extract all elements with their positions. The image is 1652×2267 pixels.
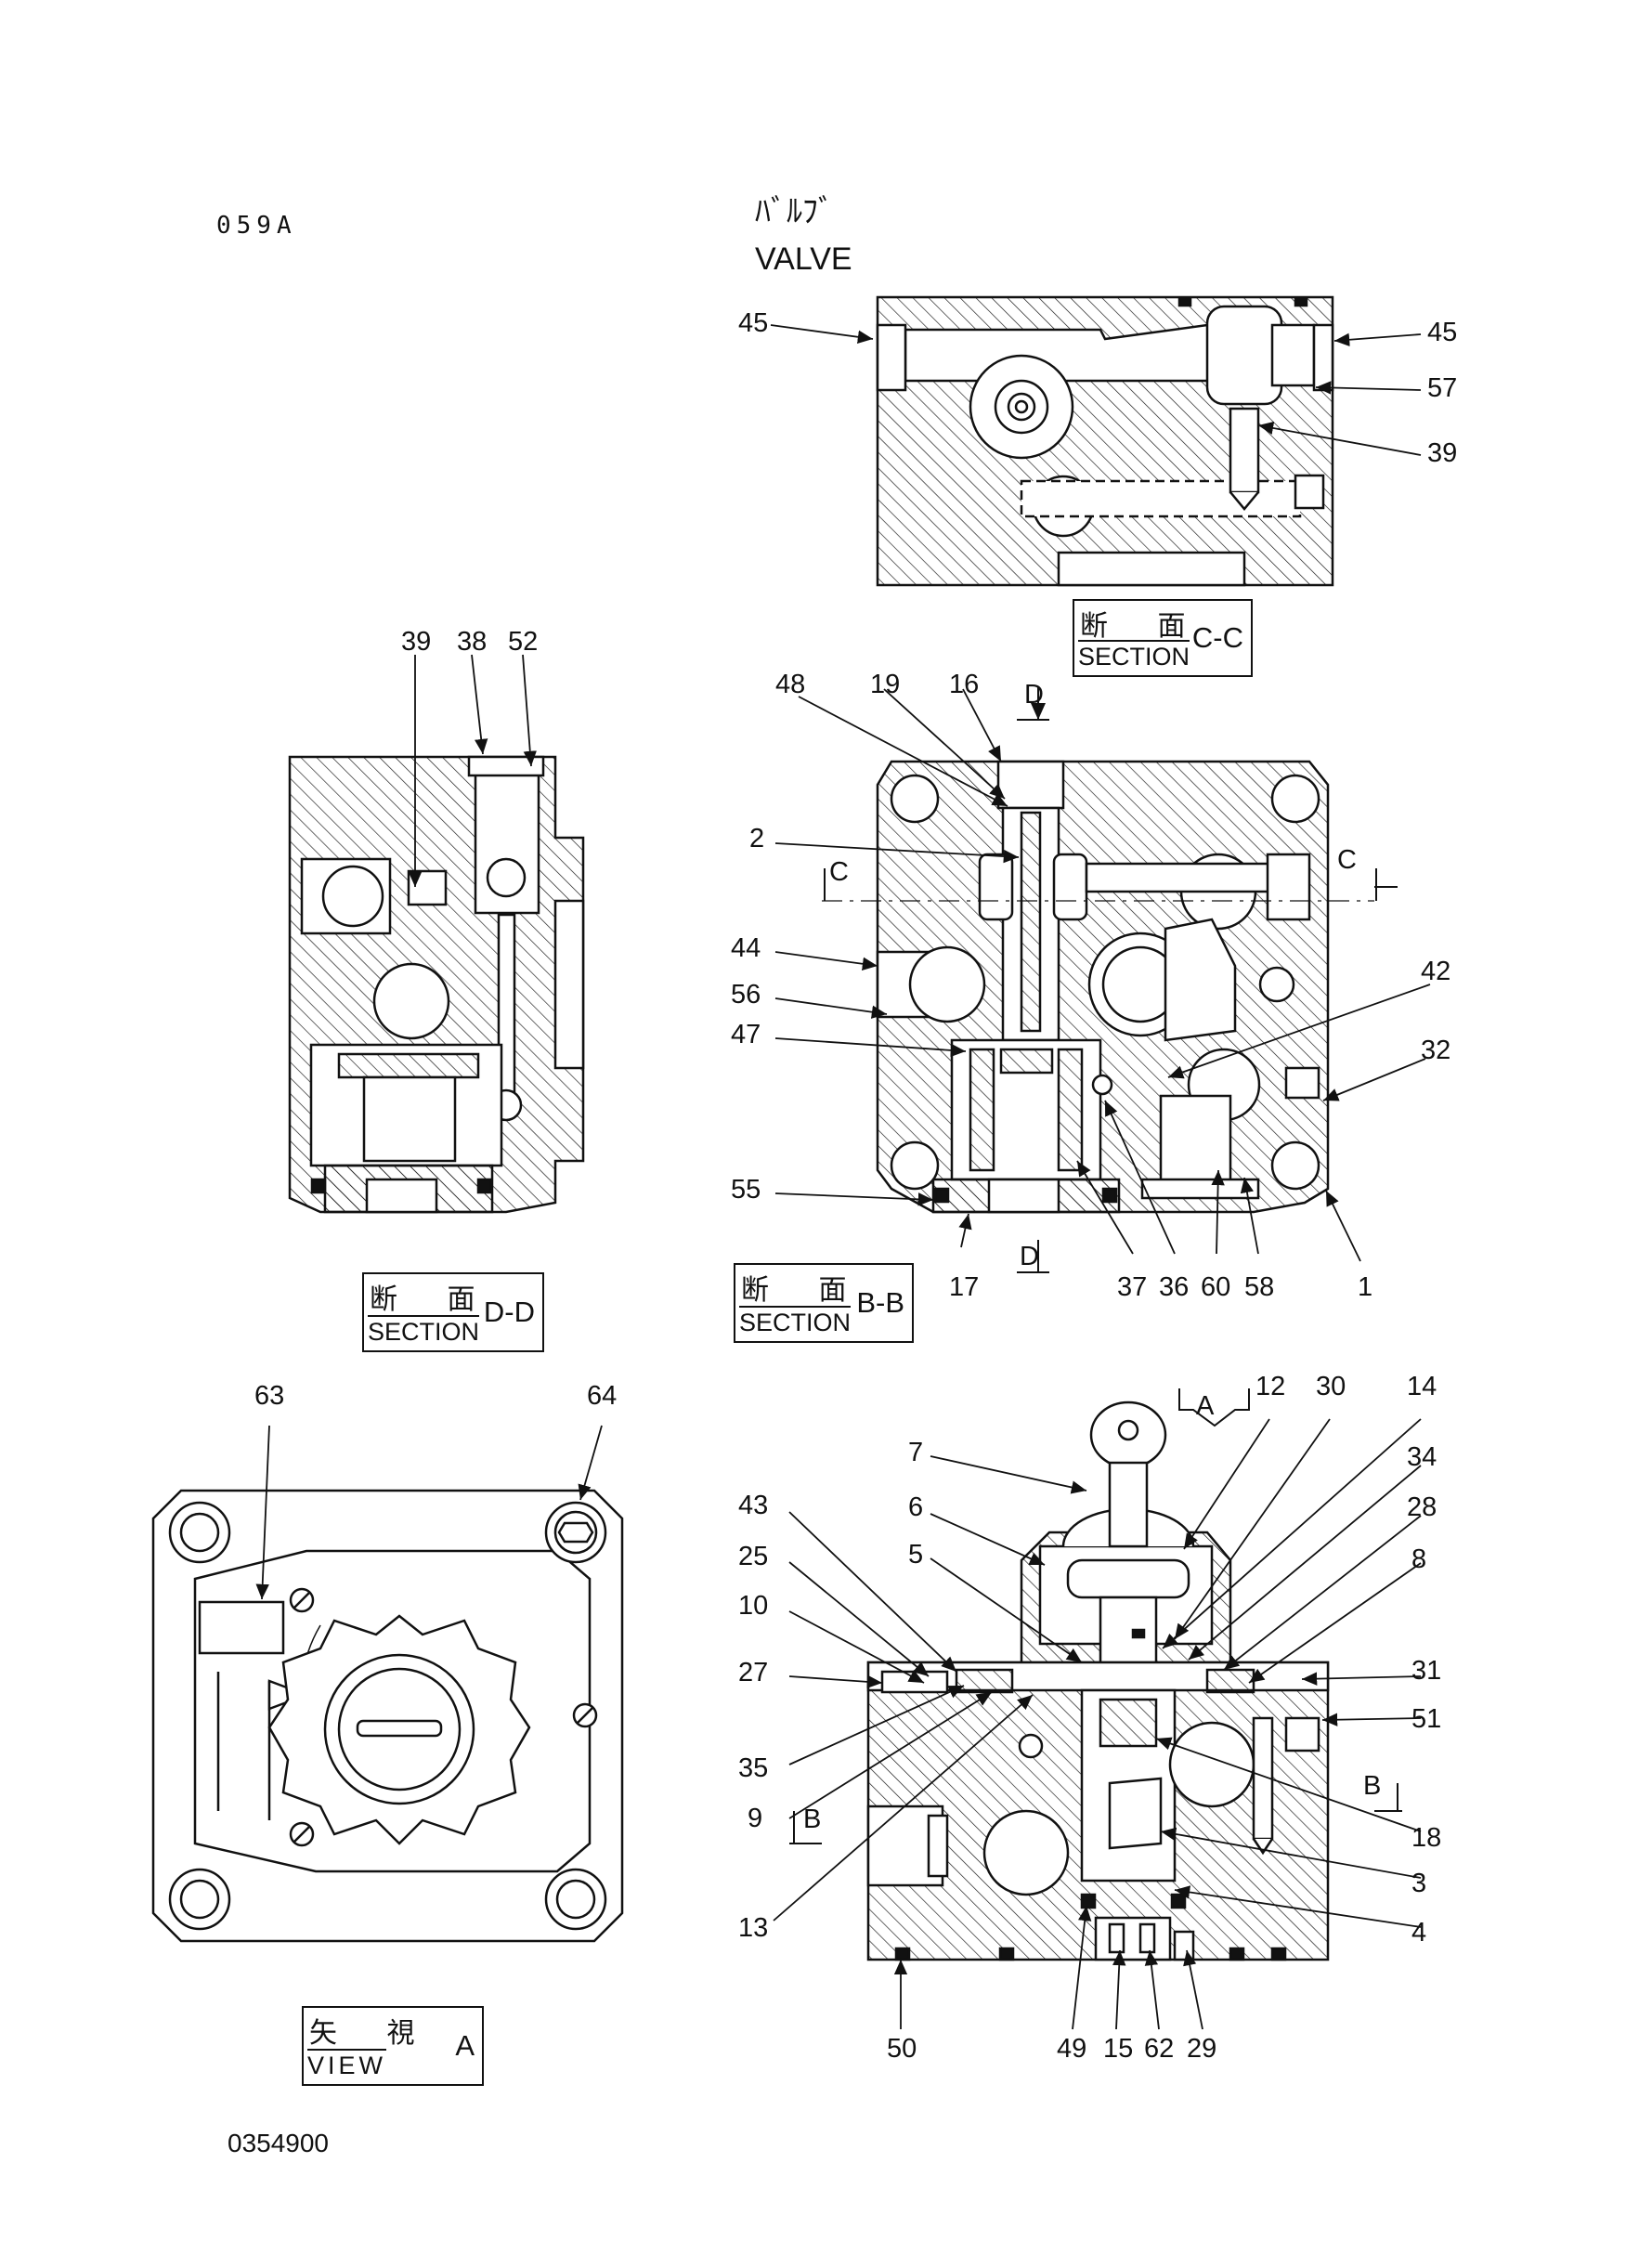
callout-8: 8 [1411,1544,1426,1574]
callout-50: 50 [887,2034,917,2064]
tag-bb-id: B-B [856,1286,904,1319]
callout-10: 10 [738,1591,768,1621]
callout-64: 64 [587,1381,617,1411]
callout-labels: 45 45 57 39 39 38 52 48 19 16 2 44 56 47… [254,308,1457,2064]
cut-label-a: A [1196,1391,1215,1421]
callout-43: 43 [738,1491,768,1520]
callout-28: 28 [1407,1492,1437,1522]
footer-code: 0354900 [228,2129,330,2157]
callout-45-left: 45 [738,308,768,338]
leader-lines [255,324,1431,2030]
callout-9: 9 [748,1804,762,1833]
cut-label-c-left: C [829,857,849,887]
section-dd [288,755,585,1214]
callout-4: 4 [1411,1918,1426,1948]
title-jp: ﾊﾞﾙﾌﾞ [755,194,834,229]
callout-13: 13 [738,1913,768,1943]
callout-30: 30 [1316,1372,1346,1401]
callout-3: 3 [1411,1869,1426,1898]
callout-57: 57 [1427,373,1457,403]
callout-49: 49 [1057,2034,1086,2064]
callout-14: 14 [1407,1372,1437,1401]
callout-32: 32 [1421,1036,1450,1065]
callout-17: 17 [949,1272,979,1302]
callout-7: 7 [908,1438,923,1467]
callout-38: 38 [457,627,487,657]
tag-dd-en: SECTION [368,1315,480,1347]
tag-cc-id: C-C [1191,621,1243,654]
callout-31: 31 [1411,1656,1441,1686]
cut-label-d-bottom: D [1020,1242,1039,1271]
cut-label-c-right: C [1337,845,1357,875]
callout-47: 47 [731,1020,761,1049]
callout-29: 29 [1187,2034,1216,2064]
cut-label-d-top: D [1024,680,1044,710]
callout-44: 44 [731,933,761,963]
callout-48: 48 [775,670,805,699]
callout-56: 56 [731,980,761,1010]
tag-section-cc: 断 面 SECTION C-C [1073,599,1253,677]
callout-35: 35 [738,1753,768,1783]
callout-27: 27 [738,1658,768,1687]
callout-5: 5 [908,1540,923,1570]
callout-34: 34 [1407,1442,1437,1472]
cutting-plane-marks [789,687,1402,1844]
view-a [151,1489,624,1943]
section-main [866,1401,1330,1961]
callout-52: 52 [508,627,538,657]
tag-a-en: VIEW [307,2049,387,2080]
callout-6: 6 [908,1492,923,1522]
tag-a-id: A [455,2029,475,2062]
tag-bb-en: SECTION [739,1306,852,1337]
tag-cc-jp: 断 面 [1080,610,1206,643]
callout-42: 42 [1421,957,1450,986]
callout-18: 18 [1411,1823,1441,1853]
callout-12: 12 [1255,1372,1285,1401]
section-bb [876,760,1330,1214]
cut-label-b-left: B [803,1804,821,1834]
callout-16: 16 [949,670,979,699]
callout-58: 58 [1244,1272,1274,1302]
callout-39-dd: 39 [401,627,431,657]
callout-15: 15 [1103,2034,1133,2064]
tag-view-a: 矢 視 VIEW A [302,2006,484,2086]
tag-section-dd: 断 面 SECTION D-D [362,1272,544,1352]
callout-55: 55 [731,1175,761,1205]
callout-39-cc: 39 [1427,438,1457,468]
title-en: VALVE [755,241,852,277]
callout-36: 36 [1159,1272,1189,1302]
tag-a-jp: 矢 視 [309,2017,436,2050]
tag-dd-jp: 断 面 [370,1283,496,1316]
tag-dd-id: D-D [483,1296,535,1328]
callout-25: 25 [738,1542,768,1571]
callout-60: 60 [1201,1272,1230,1302]
callout-2: 2 [749,824,764,853]
callout-19: 19 [870,670,900,699]
tag-cc-en: SECTION [1078,640,1190,671]
callout-62: 62 [1144,2034,1174,2064]
cut-label-b-right: B [1363,1771,1381,1801]
drawing-ref-code: 059A [216,212,297,240]
section-cc [876,295,1334,587]
tag-section-bb: 断 面 SECTION B-B [734,1263,914,1343]
callout-63: 63 [254,1381,284,1411]
callout-45-right: 45 [1427,318,1457,347]
callout-51: 51 [1411,1704,1441,1734]
callout-1: 1 [1358,1272,1372,1302]
callout-37: 37 [1117,1272,1147,1302]
tag-bb-jp: 断 面 [741,1274,867,1307]
